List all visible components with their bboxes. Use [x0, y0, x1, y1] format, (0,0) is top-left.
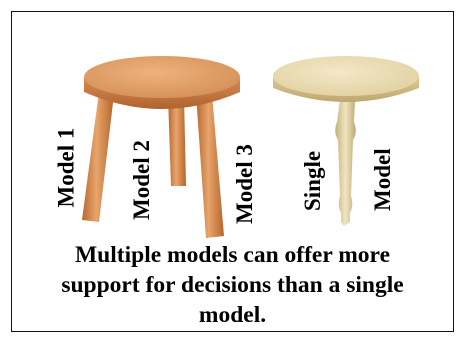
caption-line-1: Multiple models can offer more: [74, 242, 390, 268]
stool-leg-back: [168, 96, 186, 186]
stool-seat-top: [84, 56, 240, 98]
single-stool-seat-top: [273, 56, 419, 96]
label-model: Model: [370, 148, 395, 211]
single-stool-leg: [335, 100, 356, 226]
stool-leg-right: [196, 94, 224, 238]
three-leg-stool: [82, 56, 240, 238]
caption-line-2: support for decisions than a single: [61, 272, 404, 298]
single-leg-stool: [273, 56, 419, 226]
label-model-1: Model 1: [53, 127, 79, 208]
figure-caption: Multiple models can offer more support f…: [11, 240, 454, 330]
label-single: Single: [300, 150, 325, 211]
label-model-2: Model 2: [129, 140, 154, 220]
stool-leg-left: [82, 92, 114, 222]
caption-line-3: model.: [198, 302, 267, 328]
label-model-3: Model 3: [232, 144, 257, 224]
